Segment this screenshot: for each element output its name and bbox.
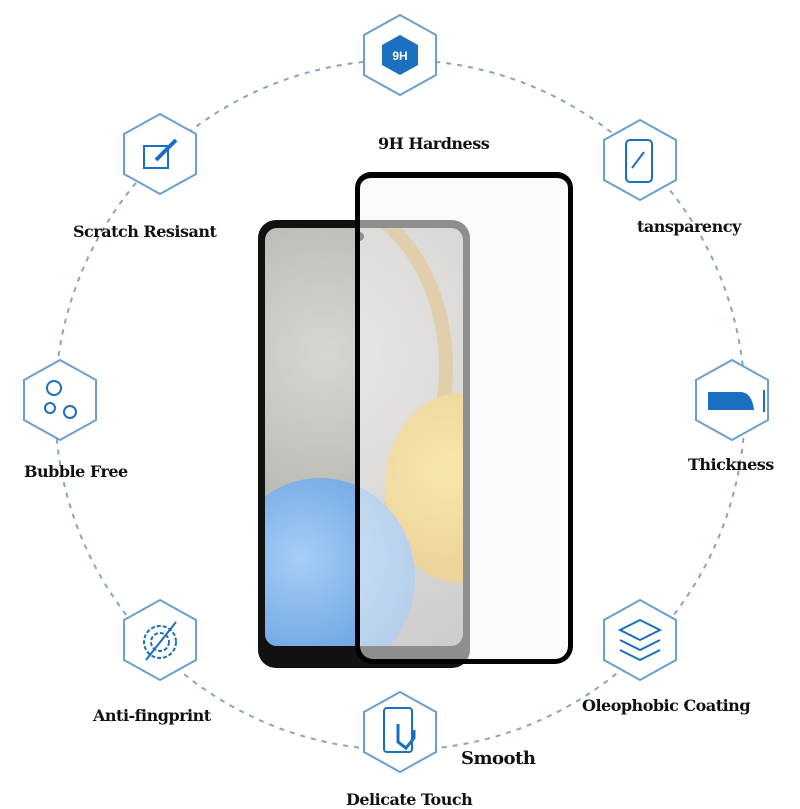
label-oleophobic: Oleophobic Coating	[582, 696, 751, 715]
screen-protector	[355, 172, 573, 664]
bubble-icon	[23, 358, 97, 442]
feature-scratch	[118, 112, 202, 196]
feature-thickness	[690, 358, 774, 442]
feature-bubble-free	[18, 358, 102, 442]
label-scratch-resistant: Scratch Resisant	[73, 222, 217, 241]
layers-icon	[603, 598, 677, 682]
label-smooth: Smooth	[461, 748, 536, 769]
label-thickness: Thickness	[688, 455, 774, 474]
thickness-icon	[695, 358, 769, 442]
feature-smooth	[358, 690, 442, 774]
label-bubble-free: Bubble Free	[24, 462, 128, 481]
feature-transparency	[598, 118, 682, 202]
touch-icon	[363, 690, 437, 774]
feature-oleophobic	[598, 598, 682, 682]
label-9h-hardness: 9H Hardness	[378, 134, 490, 153]
label-transparency: tansparency	[637, 217, 741, 236]
fingerprint-icon	[123, 598, 197, 682]
label-anti-fingerprint: Anti-fingprint	[93, 706, 211, 725]
9h-badge-icon: 9H	[363, 13, 437, 97]
feature-anti-fingerprint	[118, 598, 202, 682]
transparency-icon	[603, 118, 677, 202]
feature-9h-hardness: 9H	[358, 13, 442, 97]
svg-text:9H: 9H	[392, 49, 407, 63]
scratch-icon	[123, 112, 197, 196]
